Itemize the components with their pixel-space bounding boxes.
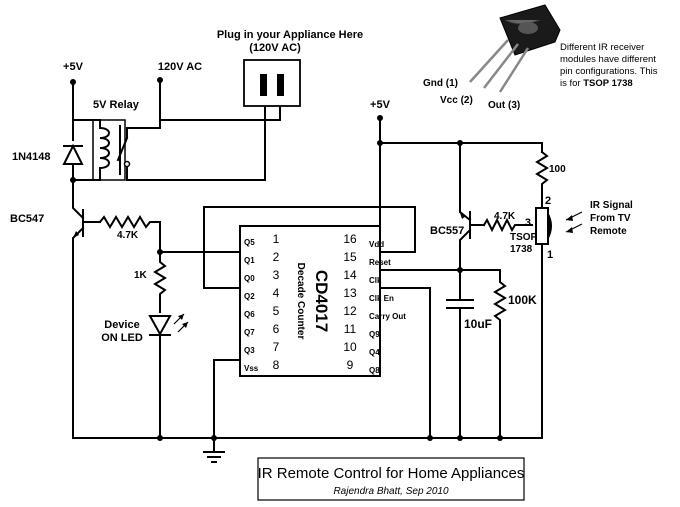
r-pullup-label: 100: [549, 164, 566, 175]
pin-name-right: Vdd: [369, 240, 384, 249]
supply-right-label: +5V: [370, 99, 391, 111]
pin-number-left: 8: [273, 358, 280, 372]
q2-label: BC557: [430, 225, 464, 237]
note-line4-prefix: is for: [560, 78, 583, 89]
pin-name-left: Q7: [244, 328, 255, 337]
pin-name-right: Q8: [369, 366, 380, 375]
led-label-line1: Device: [104, 319, 139, 331]
ic-cd4017: CD4017 Decade Counter: [239, 225, 381, 377]
ac-label: 120V AC: [158, 61, 202, 73]
ground-rail: [72, 435, 543, 463]
pin-number-left: 6: [273, 322, 280, 336]
pin-name-left: Q1: [244, 256, 255, 265]
note-line1: Different IR receiver: [560, 42, 644, 53]
pin-number-left: 3: [273, 268, 280, 282]
relay-switch: [116, 79, 266, 181]
r-led-label: 1K: [134, 270, 148, 281]
relay-label: 5V Relay: [93, 99, 140, 111]
pin-number-right: 13: [343, 286, 357, 300]
plug-label-line1: Plug in your Appliance Here: [217, 29, 363, 41]
pin-name-right: Clk: [369, 276, 382, 285]
resistor-base-4k7: [98, 215, 161, 253]
pin-name-right: Clk En: [369, 294, 394, 303]
pin-name-left: Q2: [244, 292, 255, 301]
pin-number-left: 7: [273, 340, 280, 354]
pin-number-right: 9: [347, 358, 354, 372]
ic-description: Decade Counter: [295, 263, 306, 340]
pin-name-right: Q9: [369, 330, 380, 339]
tsop-pin3: 3: [525, 217, 531, 229]
diode-1n4148: [62, 143, 84, 181]
supply-left-label: +5V: [63, 61, 84, 73]
pin-name-left: Q3: [244, 346, 255, 355]
plug-label-line2: (120V AC): [249, 42, 301, 54]
title-block: IR Remote Control for Home Appliances Ra…: [257, 457, 525, 501]
sensor-pin-out: Out (3): [488, 100, 520, 111]
note-line4: is for TSOP 1738: [560, 78, 633, 89]
pin-name-right: Q4: [369, 348, 380, 357]
right-supply: +5V: [370, 99, 543, 239]
ir-label-line2: From TV: [590, 213, 631, 224]
diagram-title: IR Remote Control for Home Appliances: [258, 465, 525, 482]
ir-label-line1: IR Signal: [590, 200, 633, 211]
pin-name-left: Q6: [244, 310, 255, 319]
transistor-bc557: [459, 142, 485, 271]
tsop-pin2: 2: [545, 195, 551, 207]
note-line4-bold: TSOP 1738: [583, 78, 632, 89]
pin-name-left: Q0: [244, 274, 255, 283]
tsop-label-line2: 1738: [510, 244, 533, 255]
relay-coil: [92, 119, 126, 181]
pin-name-left: Vss: [244, 364, 259, 373]
pin-name-left: Q5: [244, 238, 255, 247]
q1-label: BC547: [10, 213, 44, 225]
pin-number-left: 1: [273, 232, 280, 246]
pin-number-right: 16: [343, 232, 357, 246]
cap-label: 10uF: [464, 317, 492, 331]
resistor-pullup-100: [535, 150, 549, 201]
pin-number-left: 5: [273, 304, 280, 318]
sensor-pin-gnd: Gnd (1): [423, 78, 458, 89]
tsop-label-line1: TSOP: [510, 232, 538, 243]
tsop-package-illustration: [469, 4, 561, 93]
note-line2: modules have different: [560, 54, 656, 65]
led-device-on: [148, 313, 189, 439]
pin-name-right: Reset: [369, 258, 391, 267]
resistor-100k: [493, 269, 507, 439]
resistor-led-1k: [153, 251, 167, 313]
pin-name-right: Carry Out: [369, 312, 406, 321]
r-100k-label: 100K: [508, 293, 537, 307]
pin-number-right: 15: [343, 250, 357, 264]
relay-section: +5V 1N4148 5V Relay 120V AC: [12, 61, 281, 183]
capacitor-10uf: [446, 269, 474, 439]
ir-label-line3: Remote: [590, 226, 627, 237]
note-line3: pin configurations. This: [560, 66, 658, 77]
diode-label: 1N4148: [12, 151, 51, 163]
led-label-line2: ON LED: [101, 332, 143, 344]
tsop-pin1: 1: [547, 249, 553, 261]
sensor-pin-vcc: Vcc (2): [440, 95, 473, 106]
resistor-q2-4k7: [482, 217, 533, 233]
ir-receiver-tsop1738: [535, 199, 552, 439]
pin-number-right: 11: [344, 322, 357, 336]
transistor-bc547: [72, 179, 101, 439]
author-credit: Rajendra Bhatt, Sep 2010: [333, 486, 449, 497]
r-base-label: 4.7K: [117, 230, 139, 241]
pin-number-right: 12: [343, 304, 357, 318]
pin-number-left: 2: [273, 250, 280, 264]
ic-name: CD4017: [312, 270, 331, 332]
pin-number-right: 10: [343, 340, 357, 354]
pin-number-left: 4: [273, 286, 280, 300]
pin-number-right: 14: [343, 268, 357, 282]
r-q2-label: 4.7K: [494, 211, 516, 222]
appliance-socket: Plug in your Appliance Here (120V AC): [217, 29, 363, 107]
ir-signal-arrows: [565, 211, 583, 233]
